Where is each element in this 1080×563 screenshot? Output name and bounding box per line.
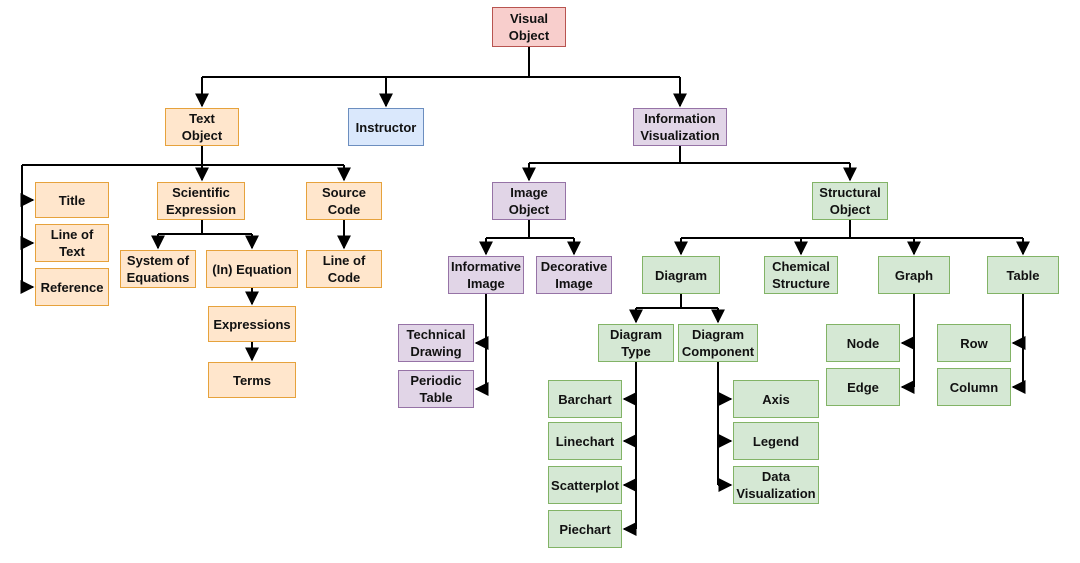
node-system-of-equations: System of Equations — [120, 250, 196, 288]
node-chemical-structure: Chemical Structure — [764, 256, 838, 294]
node-informative-image: Informative Image — [448, 256, 524, 294]
node-legend: Legend — [733, 422, 819, 460]
node-piechart: Piechart — [548, 510, 622, 548]
node-linechart: Linechart — [548, 422, 622, 460]
node-scatterplot: Scatterplot — [548, 466, 622, 504]
node-reference: Reference — [35, 268, 109, 306]
node-line-of-text: Line of Text — [35, 224, 109, 262]
node-axis: Axis — [733, 380, 819, 418]
node-visual-object: Visual Object — [492, 7, 566, 47]
node-expressions: Expressions — [208, 306, 296, 342]
node-line-of-code: Line of Code — [306, 250, 382, 288]
node-decorative-image: Decorative Image — [536, 256, 612, 294]
node-node: Node — [826, 324, 900, 362]
node-diagram-type: Diagram Type — [598, 324, 674, 362]
node-data-visualization: Data Visualization — [733, 466, 819, 504]
node-scientific-expression: Scientific Expression — [157, 182, 245, 220]
node-structural-object: Structural Object — [812, 182, 888, 220]
node-technical-drawing: Technical Drawing — [398, 324, 474, 362]
node-image-object: Image Object — [492, 182, 566, 220]
node-instructor: Instructor — [348, 108, 424, 146]
node-diagram-component: Diagram Component — [678, 324, 758, 362]
node-diagram: Diagram — [642, 256, 720, 294]
node-periodic-table: Periodic Table — [398, 370, 474, 408]
node-in-equation: (In) Equation — [206, 250, 298, 288]
node-column: Column — [937, 368, 1011, 406]
node-text-object: Text Object — [165, 108, 239, 146]
node-edge: Edge — [826, 368, 900, 406]
node-information-visualization: Information Visualization — [633, 108, 727, 146]
node-table: Table — [987, 256, 1059, 294]
node-source-code: Source Code — [306, 182, 382, 220]
node-title: Title — [35, 182, 109, 218]
node-barchart: Barchart — [548, 380, 622, 418]
node-terms: Terms — [208, 362, 296, 398]
node-graph: Graph — [878, 256, 950, 294]
node-row: Row — [937, 324, 1011, 362]
